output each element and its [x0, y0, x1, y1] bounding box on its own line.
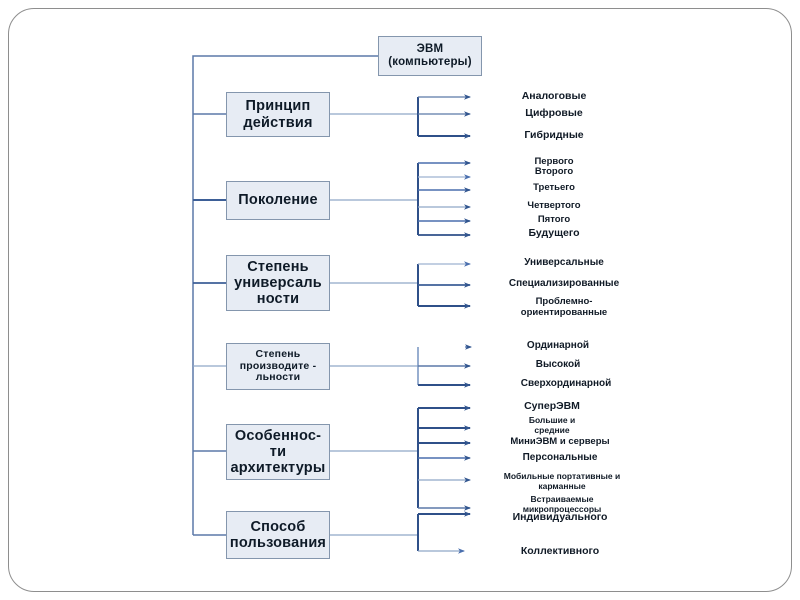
leaf-tretego[interactable]: Третьего — [533, 182, 575, 193]
leaf-mobilnye-portativnye-i-karmannye[interactable]: Мобильные портативные и карманные — [503, 471, 621, 492]
leaf-bolshie-i-srednie[interactable]: Большие и средние — [528, 415, 576, 435]
leaf-vysokoy[interactable]: Высокой — [535, 359, 581, 370]
node-root-label: ЭВМ(компьютеры) — [388, 43, 472, 68]
leaf-vstraivaemye-mikroprocessory[interactable]: Встраиваемые микропроцессоры — [522, 494, 602, 515]
leaf-personalnye[interactable]: Персональные — [522, 452, 598, 463]
leaf-sverhordinarnoy[interactable]: Сверхординарной — [520, 378, 612, 389]
leaf-minievm-i-servery[interactable]: МиниЭВМ и серверы — [510, 436, 610, 447]
leaf-pervogo[interactable]: Первого — [534, 156, 574, 167]
leaf-chetvertogo[interactable]: Четвертого — [527, 200, 581, 211]
leaf-universalnye[interactable]: Универсальные — [524, 257, 604, 268]
leaf-vtorogo[interactable]: Второго — [534, 166, 574, 177]
leaf-specializirovannye[interactable]: Специализированные — [508, 278, 620, 289]
leaf-analogovye[interactable]: Аналоговые — [521, 90, 587, 102]
leaf-individualnogo[interactable]: Индивидуального — [512, 511, 608, 523]
node-pokolenie-label: Поколение — [238, 192, 318, 209]
node-pokolenie[interactable]: Поколение — [226, 181, 330, 220]
leaf-pyatogo[interactable]: Пятого — [537, 214, 571, 225]
leaf-problemno-orientirovannye[interactable]: Проблемно-ориентированные — [520, 296, 608, 318]
leaf-kollektivnogo[interactable]: Коллективного — [520, 545, 600, 557]
leaf-ordinarnoy[interactable]: Ординарной — [526, 340, 590, 351]
node-root[interactable]: ЭВМ(компьютеры) — [378, 36, 482, 76]
leaf-budushchego[interactable]: Будущего — [528, 227, 580, 239]
leaf-cifrovye[interactable]: Цифровые — [525, 107, 583, 119]
leaf-superevm[interactable]: СуперЭВМ — [524, 400, 580, 412]
leaf-gibridnye[interactable]: Гибридные — [524, 129, 584, 141]
